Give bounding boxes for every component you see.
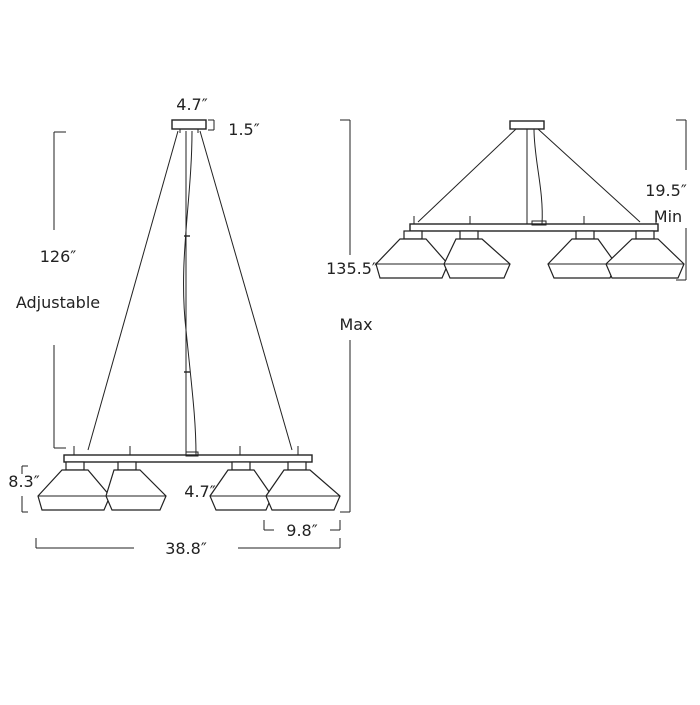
fixture-compact: [375, 120, 685, 279]
shade-1: [37, 461, 111, 511]
support-cable-left: [87, 130, 179, 451]
overall-max-suffix-label: Max: [339, 315, 372, 334]
dimension-lines-compact: [676, 119, 687, 281]
shade-compact-3: [547, 230, 617, 279]
canopy: [171, 119, 207, 130]
power-cord: [183, 130, 197, 456]
min-height-suffix-label: Min: [654, 207, 682, 226]
shade-compact-4: [605, 230, 685, 279]
overall-max-height-label: 135.5″: [326, 259, 378, 278]
fixture-bar-compact: [409, 223, 659, 232]
fixture-bar: [63, 454, 313, 463]
shade-width-label: 9.8″: [286, 521, 317, 540]
fixture-full-length: [37, 119, 341, 511]
cord-adjustable-label: Adjustable: [16, 293, 100, 312]
cord-length-label: 126″: [40, 247, 77, 266]
canopy-height-label: 1.5″: [228, 120, 259, 139]
shade-3: [209, 461, 273, 511]
canopy-compact: [509, 120, 545, 130]
dimension-lines-full: [21, 119, 351, 549]
shade-compact-1: [375, 230, 449, 279]
min-height-label: 19.5″: [645, 181, 687, 200]
canopy-width-label: 4.7″: [176, 95, 207, 114]
shade-4: [265, 461, 341, 511]
shade-height-label: 8.3″: [8, 472, 39, 491]
shade-2: [105, 461, 167, 511]
shade-top-width-label: 4.7″: [184, 482, 215, 501]
overall-width-label: 38.8″: [165, 539, 207, 558]
support-cable-right: [199, 130, 293, 451]
shade-compact-2: [443, 230, 511, 279]
